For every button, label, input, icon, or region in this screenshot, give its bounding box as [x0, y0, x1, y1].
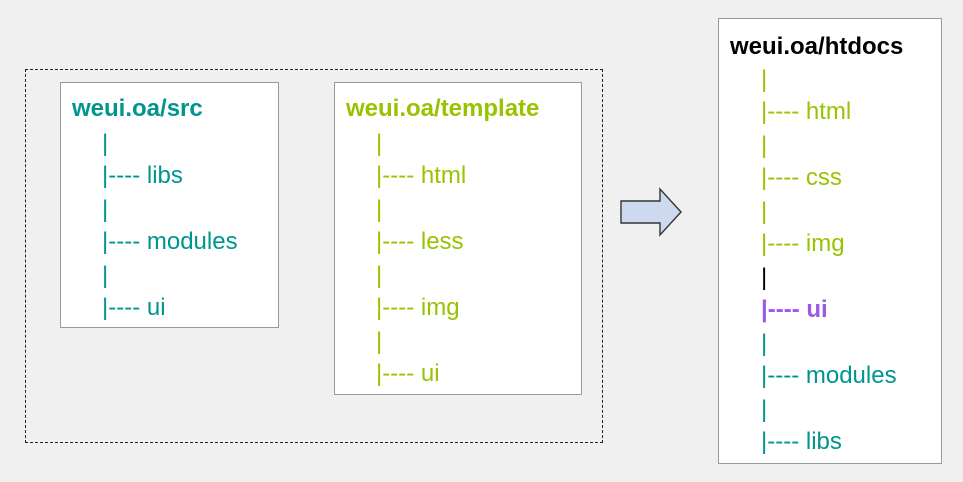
src-tree-title: weui.oa/src	[72, 95, 203, 122]
htdocs-tree-line: |	[761, 396, 768, 423]
template-tree-title: weui.oa/template	[346, 95, 540, 122]
template-tree-line: |---- img	[376, 294, 460, 321]
template-tree-line: |---- ui	[376, 360, 440, 387]
src-tree-line: |---- modules	[102, 228, 238, 255]
template-tree-line: |---- less	[376, 228, 464, 255]
right-arrow-icon	[620, 187, 682, 237]
src-tree-line: |---- libs	[102, 162, 183, 189]
htdocs-tree-line: |---- modules	[761, 362, 897, 389]
src-tree-box: weui.oa/src | |---- libs | |---- modules…	[60, 82, 279, 328]
htdocs-tree-line: |	[761, 264, 768, 291]
src-tree-line: |	[102, 262, 109, 289]
htdocs-tree-line: |	[761, 330, 768, 357]
template-tree-line: |	[376, 196, 383, 223]
htdocs-tree-line: |---- img	[761, 230, 845, 257]
htdocs-tree-line: |---- html	[761, 98, 852, 125]
htdocs-tree-line: |---- css	[761, 164, 842, 191]
template-tree-line: |	[376, 262, 383, 289]
htdocs-tree-line: |	[761, 66, 768, 93]
template-tree-line: |---- html	[376, 162, 467, 189]
src-tree-line: |	[102, 196, 109, 223]
template-tree-line: |	[376, 130, 383, 157]
htdocs-tree-line: |---- libs	[761, 428, 842, 455]
htdocs-tree-line: |	[761, 132, 768, 159]
template-tree-box: weui.oa/template | |---- html | |---- le…	[334, 82, 582, 395]
src-tree-line: |---- ui	[102, 294, 166, 321]
src-tree-line: |	[102, 130, 109, 157]
source-group-box	[25, 69, 603, 443]
htdocs-tree-box: weui.oa/htdocs | |---- html | |---- css …	[718, 18, 942, 464]
htdocs-tree-line-highlight: |---- ui	[761, 296, 828, 323]
template-tree-line: |	[376, 328, 383, 355]
htdocs-tree-line: |	[761, 198, 768, 225]
htdocs-tree-title: weui.oa/htdocs	[730, 33, 904, 60]
